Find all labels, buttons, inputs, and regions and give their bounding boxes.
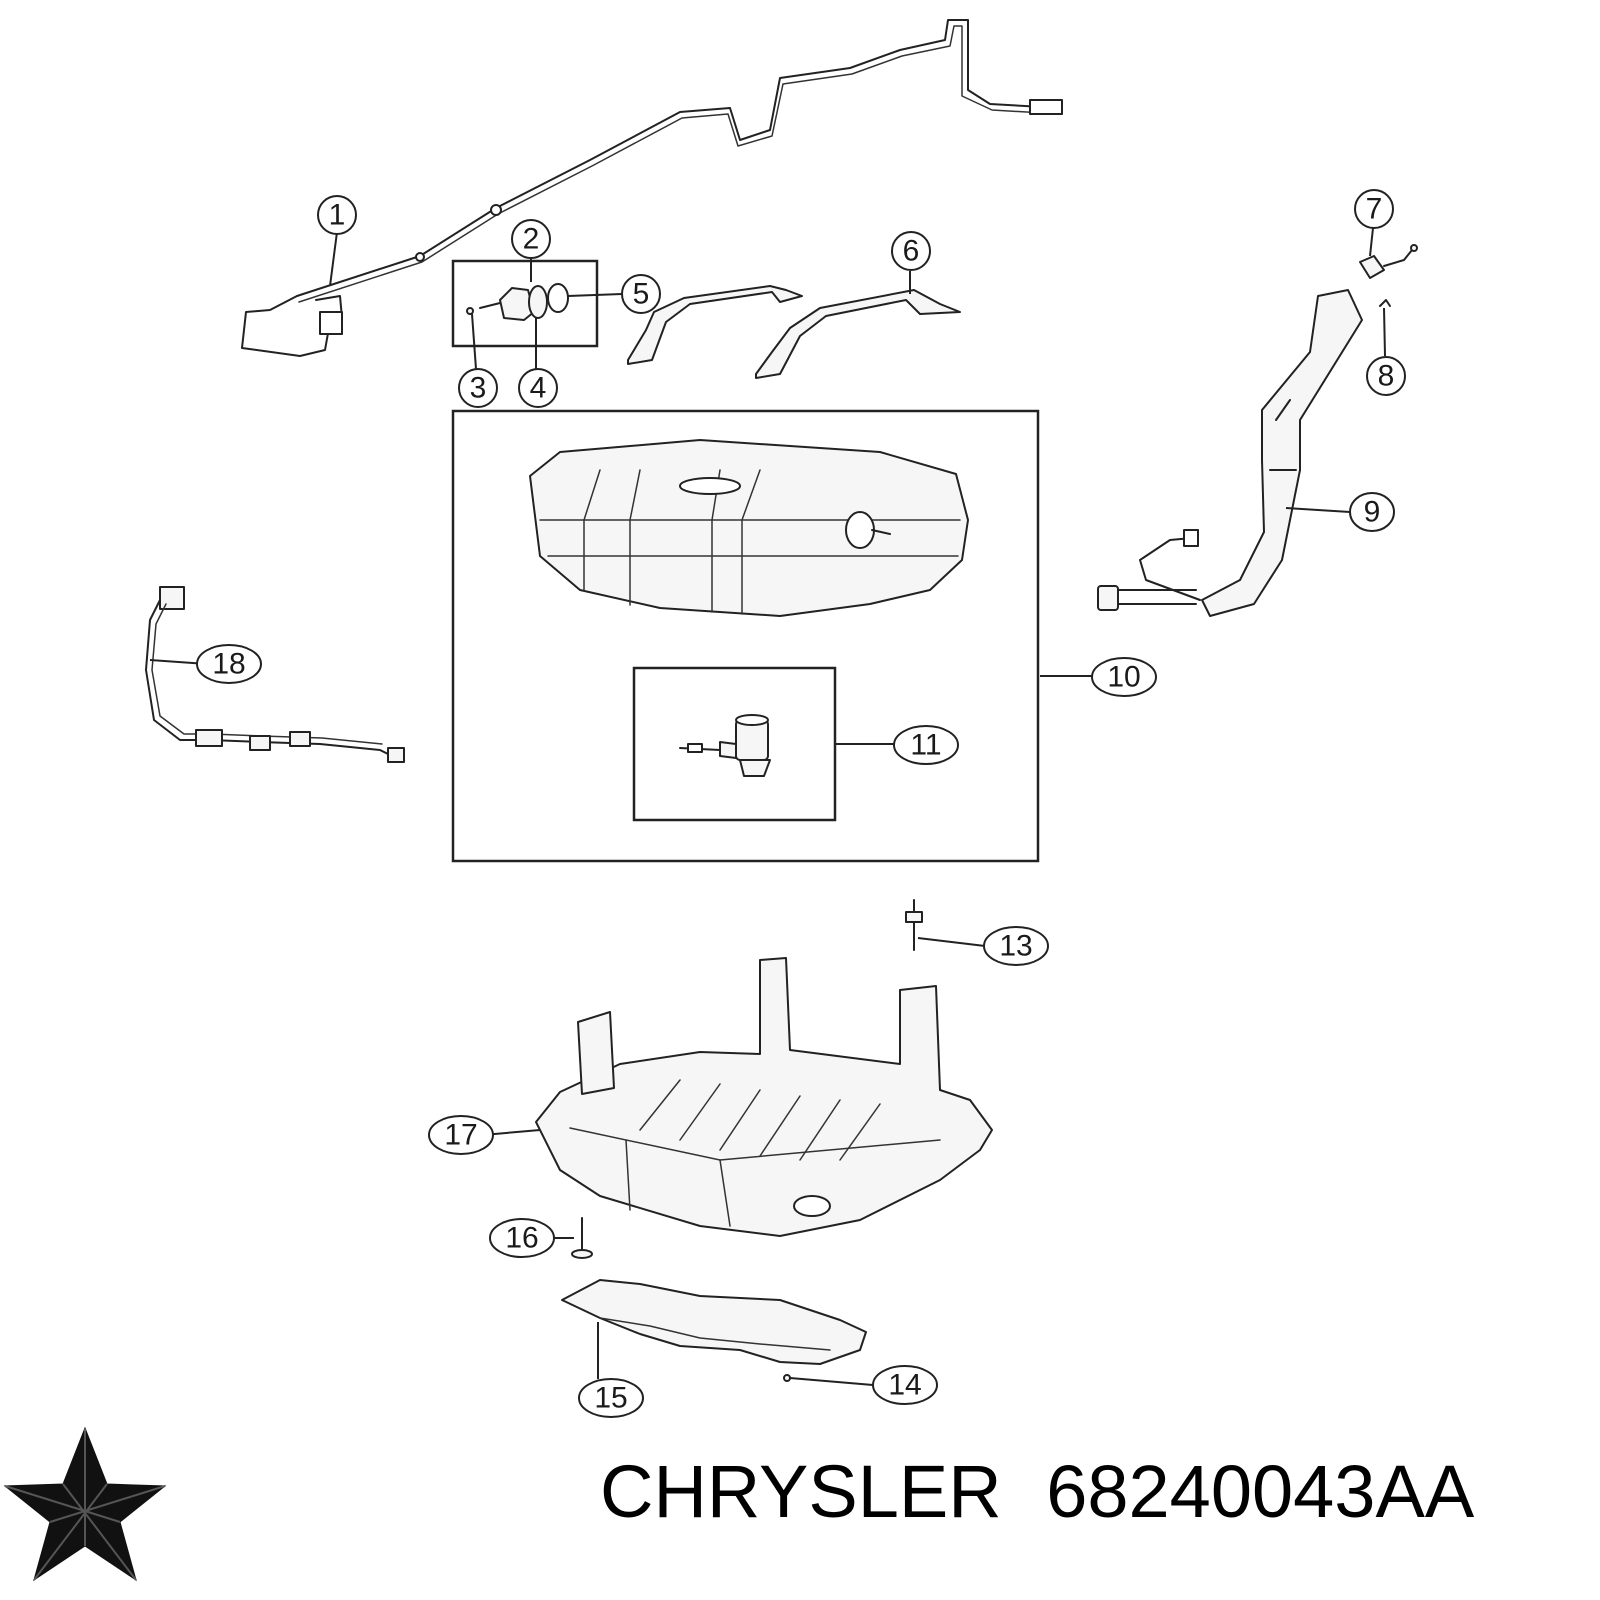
callout-1: 1	[317, 195, 357, 235]
svg-text:15: 15	[594, 1382, 627, 1415]
tank-straps-part-6	[627, 285, 961, 379]
callout-2: 2	[511, 219, 551, 259]
svg-text:2: 2	[523, 223, 540, 256]
svg-text:1: 1	[329, 199, 346, 232]
svg-text:9: 9	[1364, 496, 1381, 529]
svg-text:5: 5	[633, 278, 650, 311]
svg-text:18: 18	[212, 648, 245, 681]
part-number: 68240043AA	[1046, 1450, 1475, 1533]
svg-text:4: 4	[530, 372, 547, 405]
callout-17: 17	[428, 1115, 494, 1155]
svg-text:14: 14	[888, 1369, 921, 1402]
svg-text:16: 16	[505, 1222, 538, 1255]
callout-10: 10	[1091, 657, 1157, 697]
callout-8: 8	[1366, 356, 1406, 396]
callout-9: 9	[1349, 492, 1395, 532]
callout-4: 4	[518, 368, 558, 408]
callout-15: 15	[578, 1378, 644, 1418]
clip-part-14	[783, 1374, 791, 1382]
wiring-harness-part-18	[145, 586, 405, 763]
fuel-line-part-1	[241, 19, 1063, 357]
bolt-part-13	[905, 899, 923, 951]
callout-6: 6	[891, 231, 931, 271]
leader-lines	[149, 227, 1386, 1386]
callout-13: 13	[983, 926, 1049, 966]
callout-14: 14	[872, 1365, 938, 1405]
callout-16: 16	[489, 1218, 555, 1258]
clip-part-8	[1379, 299, 1391, 307]
fuel-cap-part-7	[1359, 244, 1418, 279]
fuel-pump-part-11	[679, 714, 771, 777]
callout-18: 18	[196, 644, 262, 684]
fuel-filler-tube-part-9	[1097, 289, 1363, 617]
fuel-tank-box	[451, 409, 1040, 863]
fuel-pump-box	[632, 666, 837, 822]
svg-text:3: 3	[470, 372, 487, 405]
svg-text:7: 7	[1366, 193, 1383, 226]
callout-5: 5	[621, 274, 661, 314]
bolt-part-16	[571, 1217, 593, 1259]
assembly-box-parts-2-5	[451, 259, 599, 348]
svg-text:6: 6	[903, 235, 920, 268]
callout-7: 7	[1354, 189, 1394, 229]
fuel-pump-module-part-4	[466, 283, 569, 321]
callout-11: 11	[893, 725, 959, 765]
heat-shield-part-15	[561, 1279, 867, 1365]
fuel-tank-part-10	[529, 439, 969, 617]
svg-text:10: 10	[1107, 661, 1140, 694]
brand-name: CHRYSLER	[600, 1450, 1002, 1533]
svg-text:11: 11	[910, 729, 941, 762]
skid-plate-part-17	[535, 957, 993, 1237]
svg-text:8: 8	[1378, 360, 1395, 393]
svg-text:13: 13	[999, 930, 1032, 963]
chrysler-pentastar-icon	[3, 1426, 167, 1582]
callout-3: 3	[458, 368, 498, 408]
svg-text:17: 17	[444, 1119, 477, 1152]
brand-part-number-caption: CHRYSLER 68240043AA	[600, 1432, 1580, 1552]
